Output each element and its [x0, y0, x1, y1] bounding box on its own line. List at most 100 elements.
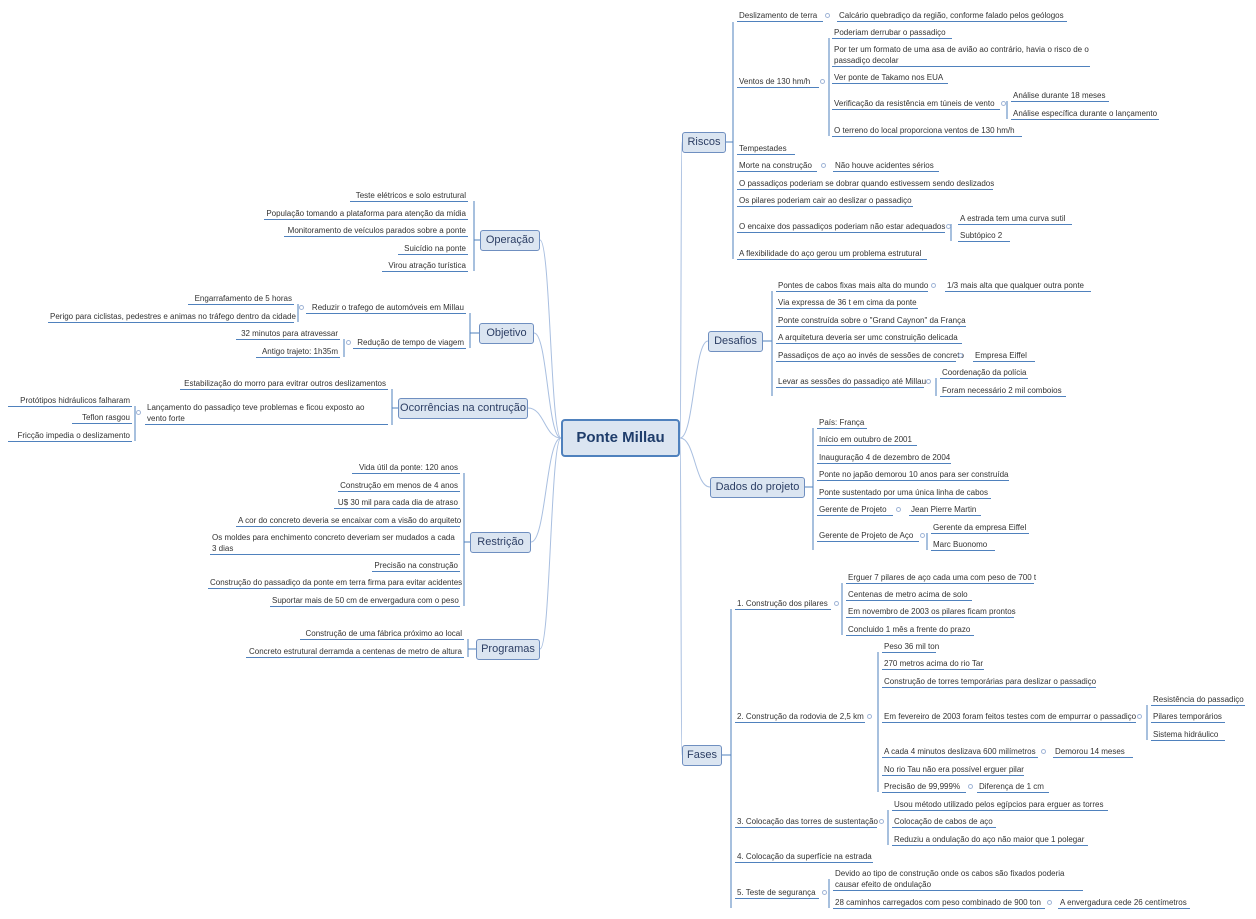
- subtopic-asa[interactable]: Por ter um formato de uma asa de avião a…: [832, 45, 1090, 67]
- subtopic-curva[interactable]: A estrada tem uma curva sutil: [958, 213, 1072, 225]
- subtopic-reduzir[interactable]: Reduzir o trafego de automóveis em Milla…: [306, 302, 466, 314]
- collapse-toggle[interactable]: [867, 714, 872, 719]
- subtopic-res-a[interactable]: Vida útil da ponte: 120 anos: [352, 462, 460, 474]
- subtopic-f5b1[interactable]: A envergadura cede 26 centímetros: [1058, 897, 1190, 909]
- subtopic-calcario[interactable]: Calcário quebradiço da região, conforme …: [837, 10, 1067, 22]
- subtopic-op-b[interactable]: População tomando a plataforma para aten…: [264, 208, 468, 220]
- subtopic-f1b[interactable]: Centenas de metro acima de solo: [846, 589, 972, 601]
- subtopic-res-f[interactable]: Precisão na construção: [372, 560, 460, 572]
- subtopic-takamo[interactable]: Ver ponte de Takamo nos EUA: [832, 72, 948, 84]
- central-topic[interactable]: Ponte Millau: [561, 419, 680, 457]
- collapse-toggle[interactable]: [820, 79, 825, 84]
- subtopic-f2c[interactable]: Construção de torres temporárias para de…: [882, 677, 1097, 688]
- subtopic-marc[interactable]: Marc Buonomo: [931, 539, 995, 551]
- subtopic-analise-especifica[interactable]: Análise específica durante o lançamento: [1011, 109, 1159, 120]
- subtopic-acidentes[interactable]: Não houve acidentes sérios: [833, 160, 939, 172]
- collapse-toggle[interactable]: [1047, 900, 1052, 905]
- subtopic-gerente-aco[interactable]: Gerente de Projeto de Aço: [817, 530, 919, 542]
- subtopic-32min[interactable]: 32 minutos para atravessar: [236, 328, 340, 340]
- topic-restricao[interactable]: Restrição: [470, 532, 531, 553]
- subtopic-f2f[interactable]: No rio Tau não era possível erguer pilar: [882, 765, 1024, 776]
- topic-desafios[interactable]: Desafios: [708, 331, 763, 352]
- collapse-toggle[interactable]: [834, 601, 839, 606]
- subtopic-canyon[interactable]: Ponte construída sobre o "Grand Caynon" …: [776, 316, 966, 327]
- collapse-toggle[interactable]: [825, 13, 830, 18]
- subtopic-ventos[interactable]: Ventos de 130 hm/h: [737, 76, 819, 88]
- collapse-toggle[interactable]: [136, 410, 141, 415]
- subtopic-derrubar[interactable]: Poderiam derrubar o passadiço: [832, 27, 952, 39]
- subtopic-f3b[interactable]: Colocação de cabos de aço: [892, 816, 996, 828]
- collapse-toggle[interactable]: [920, 533, 925, 538]
- subtopic-gerente-eiffel[interactable]: Gerente da empresa Eiffel: [931, 522, 1029, 534]
- subtopic-fase-1[interactable]: 1. Construção dos pilares: [735, 598, 831, 610]
- subtopic-res-c[interactable]: U$ 30 mil para cada dia de atraso: [334, 497, 460, 509]
- subtopic-f2e[interactable]: A cada 4 minutos deslizava 600 milímetro…: [882, 746, 1038, 758]
- subtopic-gerente[interactable]: Gerente de Projeto: [817, 504, 893, 516]
- subtopic-um-terco[interactable]: 1/3 mais alta que qualquer outra ponte: [945, 280, 1091, 292]
- subtopic-verificacao[interactable]: Verificação da resistência em túneis de …: [832, 98, 1000, 110]
- subtopic-f2g1[interactable]: Diferença de 1 cm: [977, 781, 1049, 793]
- topic-riscos[interactable]: Riscos: [682, 132, 726, 153]
- topic-operacao[interactable]: Operação: [480, 230, 540, 251]
- subtopic-res-d[interactable]: A cor do concreto deveria se encaixar co…: [236, 516, 462, 527]
- subtopic-policia[interactable]: Coordenação da polícia: [940, 368, 1028, 379]
- subtopic-op-e[interactable]: Virou atração turística: [382, 260, 468, 272]
- subtopic-f2a[interactable]: Peso 36 mil ton: [882, 642, 940, 653]
- subtopic-engarrafamento[interactable]: Engarrafamento de 5 horas: [188, 293, 294, 305]
- subtopic-levar[interactable]: Levar as sessões do passadiço até Millau: [776, 377, 927, 388]
- topic-ocorrencias[interactable]: Ocorrências na contrução: [398, 398, 528, 419]
- subtopic-pais[interactable]: País: França: [817, 417, 867, 429]
- subtopic-japao[interactable]: Ponte no japão demorou 10 anos para ser …: [817, 470, 1009, 481]
- topic-programas[interactable]: Programas: [476, 639, 540, 660]
- collapse-toggle[interactable]: [346, 340, 351, 345]
- subtopic-via[interactable]: Via expressa de 36 t em cima da ponte: [776, 298, 918, 309]
- subtopic-f2b[interactable]: 270 metros acima do rio Tar: [882, 659, 984, 670]
- subtopic-op-c[interactable]: Monitoramento de veículos parados sobre …: [284, 225, 468, 237]
- subtopic-deslizamento[interactable]: Deslizamento de terra: [737, 10, 823, 22]
- collapse-toggle[interactable]: [299, 305, 304, 310]
- subtopic-fase-4[interactable]: 4. Colocação da superfície na estrada: [735, 852, 873, 863]
- subtopic-arquitetura[interactable]: A arquitetura deveria ser umc construiçã…: [776, 332, 962, 344]
- subtopic-res-g[interactable]: Construção do passadiço da ponte em terr…: [208, 578, 463, 589]
- subtopic-subtopico-2[interactable]: Subtópico 2: [958, 230, 1010, 242]
- subtopic-f1d[interactable]: Concluido 1 mês a frente do prazo: [846, 624, 974, 636]
- subtopic-passadicos[interactable]: Passadiços de aço ao invés de sessões de…: [776, 351, 964, 362]
- subtopic-dobrar[interactable]: O passadiços poderiam se dobrar quando e…: [737, 179, 995, 190]
- subtopic-jean[interactable]: Jean Pierre Martin: [909, 504, 981, 516]
- subtopic-analise-18[interactable]: Análise durante 18 meses: [1011, 90, 1109, 102]
- subtopic-terreno[interactable]: O terreno do local proporciona ventos de…: [832, 125, 1022, 137]
- subtopic-res-b[interactable]: Construção em menos de 4 anos: [338, 480, 460, 492]
- subtopic-f2d1[interactable]: Resistência do passadiço: [1151, 695, 1245, 706]
- subtopic-inauguracao[interactable]: Inauguração 4 de dezembro de 2004: [817, 453, 951, 464]
- collapse-toggle[interactable]: [821, 163, 826, 168]
- collapse-toggle[interactable]: [946, 224, 951, 229]
- subtopic-f2d[interactable]: Em fevereiro de 2003 foram feitos testes…: [882, 712, 1137, 723]
- subtopic-fase-5[interactable]: 5. Teste de segurança: [735, 887, 819, 899]
- subtopic-f1c[interactable]: Em novembro de 2003 os pilares ficam pro…: [846, 607, 1016, 618]
- subtopic-prototipos[interactable]: Protótipos hidráulicos falharam: [8, 395, 132, 407]
- subtopic-f5a[interactable]: Devido ao tipo de construção onde os cab…: [833, 868, 1083, 891]
- collapse-toggle[interactable]: [822, 890, 827, 895]
- subtopic-f5b[interactable]: 28 caminhos carregados com peso combinad…: [833, 897, 1045, 909]
- subtopic-prog-b[interactable]: Concreto estrutural derramda a centenas …: [246, 646, 464, 658]
- subtopic-morte[interactable]: Morte na construção: [737, 160, 817, 172]
- subtopic-f3a[interactable]: Usou método utilizado pelos egípcios par…: [892, 799, 1108, 811]
- collapse-toggle[interactable]: [926, 379, 931, 384]
- collapse-toggle[interactable]: [896, 507, 901, 512]
- subtopic-teflon[interactable]: Teflon rasgou: [72, 412, 132, 424]
- collapse-toggle[interactable]: [1001, 101, 1006, 106]
- collapse-toggle[interactable]: [931, 283, 936, 288]
- topic-fases[interactable]: Fases: [682, 745, 722, 766]
- subtopic-res-h[interactable]: Suportar mais de 50 cm de envergadura co…: [270, 596, 460, 607]
- collapse-toggle[interactable]: [1137, 714, 1142, 719]
- subtopic-flexibilidade[interactable]: A flexibilidade do aço gerou um problema…: [737, 248, 927, 260]
- subtopic-inicio[interactable]: Início em outubro de 2001: [817, 434, 917, 446]
- collapse-toggle[interactable]: [879, 819, 884, 824]
- subtopic-f2d3[interactable]: Sistema hidráulico: [1151, 729, 1225, 741]
- subtopic-tempestades[interactable]: Tempestades: [737, 143, 795, 155]
- subtopic-cabos[interactable]: Pontes de cabos fixas mais alta do mundo: [776, 281, 929, 292]
- subtopic-fase-2[interactable]: 2. Construção da rodovia de 2,5 km: [735, 712, 865, 723]
- collapse-toggle[interactable]: [1041, 749, 1046, 754]
- subtopic-perigo[interactable]: Perigo para ciclistas, pedestres e anima…: [48, 312, 296, 323]
- subtopic-estabilizacao[interactable]: Estabilização do morro para evitrar outr…: [180, 378, 388, 390]
